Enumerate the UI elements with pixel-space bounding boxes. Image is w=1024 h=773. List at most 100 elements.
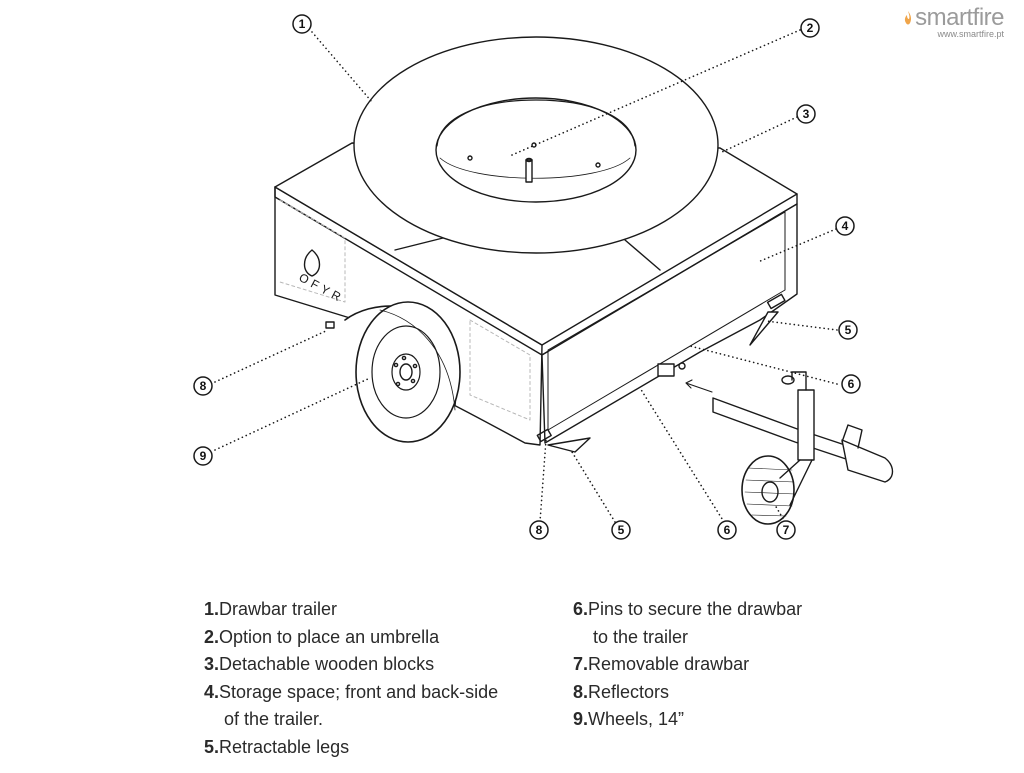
legend-item: 3.Detachable wooden blocks — [204, 654, 435, 674]
reflector-rear — [325, 321, 335, 329]
wheel-nut-3 — [410, 378, 416, 384]
wheel-nut-5 — [393, 362, 399, 368]
callout-circle — [800, 18, 820, 38]
leader-7 — [774, 504, 786, 523]
wheel-hub — [391, 353, 421, 391]
legend-item: 4.Storage space; front and back-side — [204, 681, 499, 702]
wheel-tire — [355, 301, 461, 443]
callout-circle — [841, 374, 861, 394]
leader-6-right — [689, 345, 838, 385]
callout-6: 6 — [841, 374, 861, 394]
callout-number: 5 — [618, 523, 625, 537]
callout-5: 5 — [611, 520, 631, 540]
drawbar-beam — [712, 397, 861, 463]
callout-number: 7 — [783, 523, 790, 537]
callout-number: 9 — [200, 449, 207, 463]
callout-circle — [193, 446, 213, 466]
callout-3: 3 — [796, 104, 816, 124]
drawbar-handle — [841, 424, 863, 449]
legend-item: 8.Reflectors — [573, 681, 670, 702]
brand-block: smartfire www.smartfire.pt — [903, 4, 1004, 39]
callout-circle — [796, 104, 816, 124]
leader-5-right — [765, 320, 838, 331]
wheel-hub-center — [399, 363, 413, 381]
callout-circle — [717, 520, 737, 540]
jockey-tread — [744, 467, 796, 517]
storage-door-side-2 — [469, 319, 531, 421]
leader-9 — [214, 377, 371, 451]
wheel-nut-4 — [395, 381, 401, 387]
callout-number: 8 — [536, 523, 543, 537]
legend-item-continuation: of the trailer. — [224, 709, 324, 729]
wheel-tread — [379, 309, 456, 411]
callout-circle — [529, 520, 549, 540]
reflector-front-left — [536, 428, 552, 443]
leader-2 — [511, 29, 801, 156]
jockey-crank — [791, 371, 807, 391]
callout-number: 6 — [848, 377, 855, 391]
callout-circle — [776, 520, 796, 540]
callout-group: 1 2 3 4 5 6 8 9 8 5 6 7 — [193, 14, 861, 540]
callout-1: 1 — [292, 14, 312, 34]
jockey-wheel-hub — [761, 481, 779, 503]
legend-item: 6.Pins to secure the drawbar — [573, 599, 803, 619]
callout-circle — [838, 320, 858, 340]
brand-flame-icon — [905, 11, 912, 25]
callout-8: 8 — [529, 520, 549, 540]
storage-door-front — [547, 211, 786, 431]
drawbar-arrow — [685, 379, 713, 393]
callout-6: 6 — [717, 520, 737, 540]
lid-seam-right — [624, 239, 661, 271]
storage-door-side — [279, 199, 346, 303]
wheel-nut-1 — [401, 355, 407, 361]
leg-front-right — [749, 311, 779, 346]
legend-item: 5.Retractable legs — [204, 736, 350, 757]
ofyr-flame-icon — [303, 249, 321, 277]
trailer-front-panel — [541, 203, 798, 444]
drawbar-socket — [657, 363, 675, 377]
leader-5-bottom — [571, 451, 616, 523]
leader-1 — [311, 31, 373, 103]
legend-left: 1.Drawbar trailer 2.Option to place an u… — [204, 596, 498, 761]
umbrella-pipe-top — [525, 157, 533, 163]
callout-number: 1 — [299, 17, 306, 31]
leader-4 — [757, 228, 837, 263]
callout-number: 5 — [845, 323, 852, 337]
legend-item: 7.Removable drawbar — [573, 654, 750, 674]
fire-bowl-rim-seam — [439, 157, 631, 179]
wheel-nut-2 — [412, 363, 418, 369]
callout-circle — [611, 520, 631, 540]
bowl-bolt-1 — [467, 155, 473, 161]
callout-circle — [292, 14, 312, 34]
callout-2: 2 — [800, 18, 820, 38]
callout-number: 2 — [807, 21, 814, 35]
legend-item: 9.Wheels, 14” — [573, 709, 685, 729]
drawbar-coupling — [841, 439, 894, 483]
legend-right: 6.Pins to secure the drawbar to the trai… — [573, 596, 802, 734]
callout-7: 7 — [776, 520, 796, 540]
reflector-front-right — [766, 293, 786, 310]
callout-number: 6 — [724, 523, 731, 537]
jockey-crank-knob — [781, 375, 795, 385]
drawbar-pin — [678, 362, 686, 370]
callout-4: 4 — [835, 216, 855, 236]
callout-number: 3 — [803, 107, 810, 121]
callout-circle — [193, 376, 213, 396]
leader-6-bottom — [639, 387, 725, 523]
callout-8: 8 — [193, 376, 213, 396]
callout-circle — [835, 216, 855, 236]
brand-name: smartfire — [915, 4, 1004, 31]
fire-bowl-inner-lip — [436, 99, 636, 147]
legend-item: 1.Drawbar trailer — [204, 599, 338, 619]
jockey-fork — [779, 459, 813, 506]
jockey-post — [797, 389, 815, 461]
leader-8-bottom — [539, 439, 547, 523]
callout-number: 8 — [200, 379, 207, 393]
leader-8-left — [214, 329, 329, 383]
brand-url: www.smartfire.pt — [937, 29, 1004, 39]
wheel-rim — [371, 325, 441, 419]
bowl-bolt-3 — [595, 162, 601, 168]
callout-number: 4 — [842, 219, 849, 233]
